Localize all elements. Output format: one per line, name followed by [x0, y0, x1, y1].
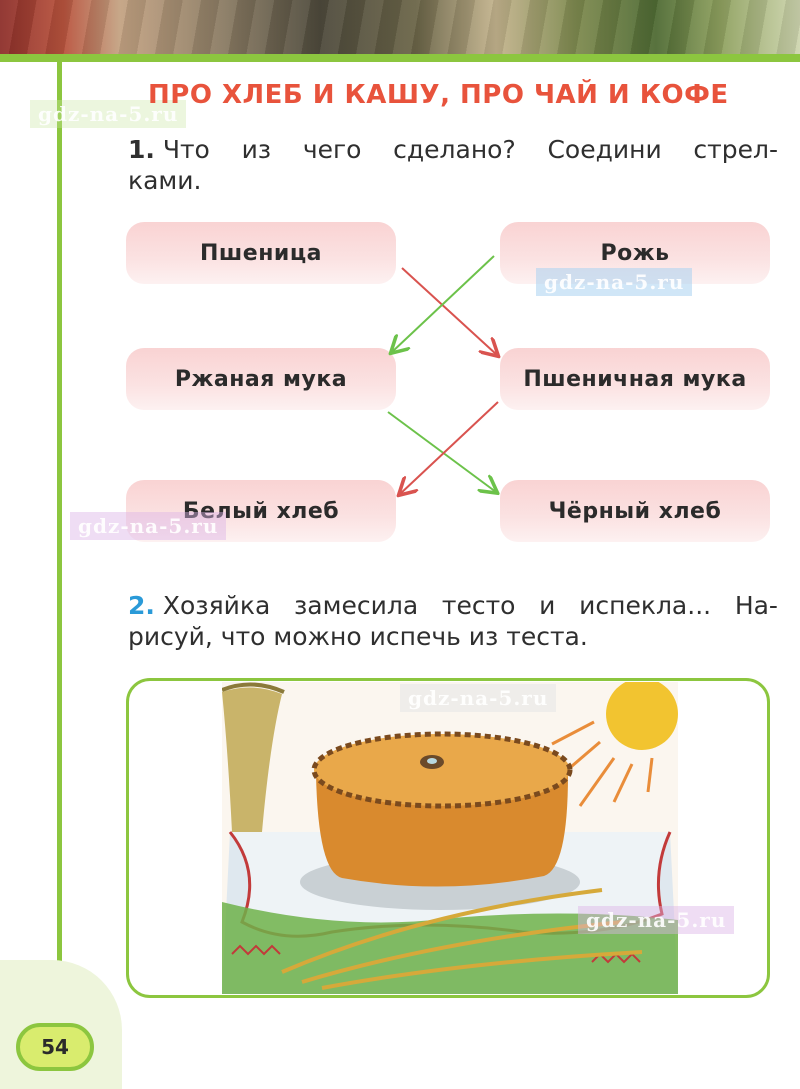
watermark: gdz-na-5.ru [70, 512, 227, 540]
arrow-rye-flour-to-black-bread [387, 411, 496, 492]
photo-texture [0, 0, 800, 54]
task-1-word-3: сделано? [393, 135, 516, 164]
box-white-bread: Белый хлеб [126, 480, 396, 542]
sun-shape [606, 682, 678, 750]
task-1-text: 1. Что из чего сделано? Соедини стрел- к… [128, 134, 778, 196]
page-number: 54 [16, 1023, 94, 1071]
watermark: gdz-na-5.ru [536, 268, 693, 296]
task-1-number: 1. [128, 135, 155, 164]
task-2-word-3: и [539, 591, 556, 620]
page-title: ПРО ХЛЕБ И КАШУ, ПРО ЧАЙ И КОФЕ [148, 80, 729, 110]
task-2-line-2: рисуй, что можно испечь из теста. [128, 622, 588, 651]
task-2-text: 2. Хозяйка замесила тесто и испекла... Н… [128, 590, 778, 652]
arrow-wheat-flour-to-white-bread [400, 401, 499, 494]
watermark: gdz-na-5.ru [30, 100, 187, 128]
sun-rays [551, 720, 654, 807]
task-1-word: 1. Что [128, 134, 210, 165]
loaf-top [314, 734, 570, 806]
bread-drawing [222, 682, 678, 994]
box-wheat: Пшеница [126, 222, 396, 284]
task-1-line-2: ками. [128, 166, 202, 195]
task-2-word-2: тесто [441, 591, 516, 620]
box-rye-flour: Ржаная мука [126, 348, 396, 410]
margin-line [57, 60, 62, 1089]
task-1-word-1: из [241, 135, 272, 164]
task-2-word-1: замесила [294, 591, 419, 620]
task-1-word-5: стрел- [693, 135, 778, 164]
watermark: gdz-na-5.ru [400, 684, 557, 712]
arrow-wheat-to-wheat-flour [401, 267, 497, 355]
task-1-word-4: Соедини [547, 135, 662, 164]
task-2-word: 2. Хозяйка [128, 590, 270, 621]
watermark: gdz-na-5.ru [578, 906, 735, 934]
task-2-line-1: 2. Хозяйка замесила тесто и испекла... Н… [128, 590, 778, 621]
header-photo-strip [0, 0, 800, 54]
task-1-line-1: 1. Что из чего сделано? Соедини стрел- [128, 134, 778, 165]
task-2-word-4: испекла... [579, 591, 712, 620]
header-rule [0, 54, 800, 62]
task-2-number: 2. [128, 591, 155, 620]
box-wheat-flour: Пшеничная мука [500, 348, 770, 410]
arrow-rye-to-rye-flour [392, 255, 495, 352]
box-black-bread: Чёрный хлеб [500, 480, 770, 542]
task-1-word-0: Что [162, 135, 210, 164]
task-1-word-2: чего [302, 135, 362, 164]
wheat-sheaf [222, 687, 282, 832]
task-2-word-0: Хозяйка [162, 591, 271, 620]
task-2-word-5: На- [734, 591, 778, 620]
wheat-ears [281, 888, 643, 990]
